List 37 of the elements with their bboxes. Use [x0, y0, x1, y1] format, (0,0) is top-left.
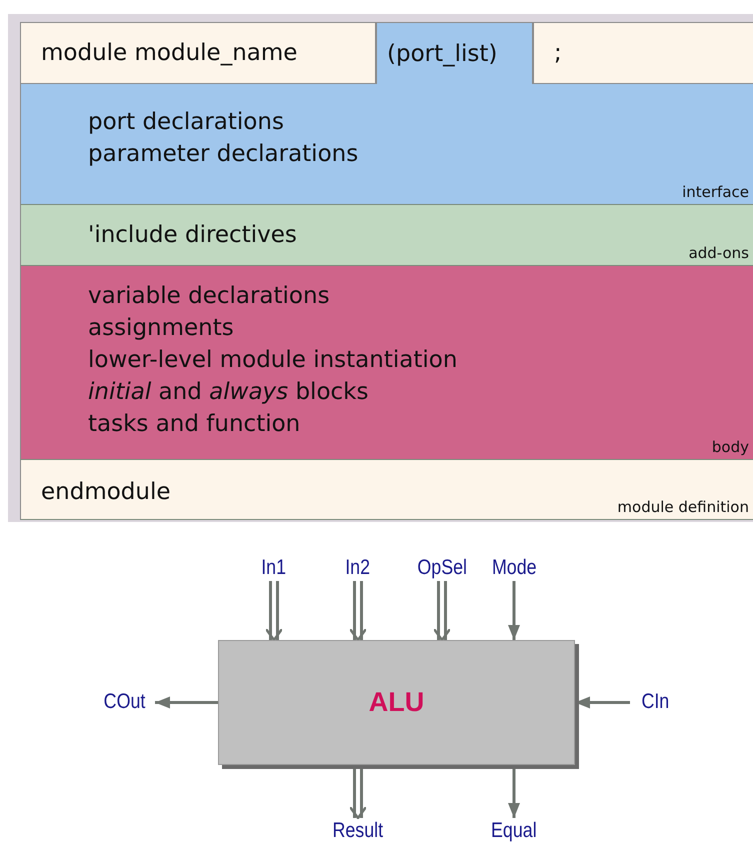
code-line: initial and always blocks [88, 378, 368, 407]
header-cell [533, 22, 753, 84]
code-line: tasks and function [88, 410, 300, 439]
signal-label: In1 [262, 556, 286, 580]
bus-arrow [432, 581, 452, 642]
signal-label: Equal [491, 819, 537, 843]
section-band [20, 205, 753, 266]
signal-label: CIn [641, 690, 669, 714]
section-label: add-ons [688, 244, 749, 262]
signal-label: OpSel [417, 556, 467, 580]
signal-label: Result [332, 819, 384, 843]
section-band [20, 84, 753, 205]
code-text: ; [554, 40, 562, 66]
code-text: module module_name [41, 40, 298, 66]
signal-label: In2 [346, 556, 370, 580]
section-band [20, 266, 753, 460]
signal-label: Mode [492, 556, 536, 580]
signal-label: COut [104, 690, 146, 714]
arrow [155, 696, 218, 708]
code-line: port declarations [88, 108, 284, 137]
code-line: 'include directives [88, 221, 297, 250]
header-cell [20, 22, 376, 84]
header-cell [376, 22, 533, 84]
bus-arrow [264, 581, 284, 642]
code-keyword: endmodule [41, 478, 171, 507]
section-label: interface [682, 183, 749, 201]
block-label: ALU [368, 687, 424, 718]
section-band [20, 460, 753, 520]
bus-arrow [348, 581, 368, 642]
code-line: assignments [88, 314, 234, 343]
code-line: parameter declarations [88, 140, 358, 169]
code-line: lower-level module instantiation [88, 346, 458, 375]
section-label: module definition [617, 498, 749, 516]
code-text: (port_list) [387, 40, 498, 66]
code-line: variable declarations [88, 282, 330, 311]
arrow [508, 581, 520, 640]
section-label: body [712, 438, 749, 456]
